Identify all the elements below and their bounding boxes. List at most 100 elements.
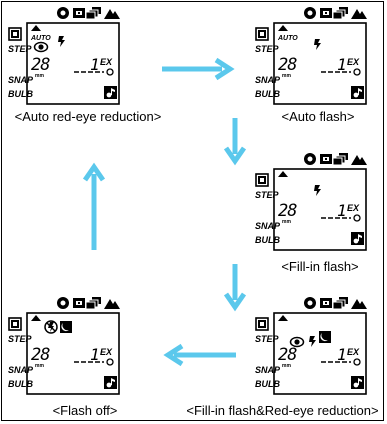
- self-timer-icon: [8, 27, 22, 41]
- multiple-exposure-icon: [332, 153, 348, 166]
- focal-length-digits: 28: [31, 55, 50, 75]
- music-note-icon: [351, 232, 364, 245]
- bulb-label: BULB: [8, 89, 33, 99]
- mode-indicator-triangle: [278, 171, 288, 177]
- spot-metering-icon: [320, 154, 332, 164]
- self-timer-icon: [255, 27, 269, 41]
- caption-fill-in: <Fill-in flash>: [281, 259, 359, 274]
- music-note-icon: [104, 86, 117, 99]
- focal-length-unit: mm: [282, 363, 291, 369]
- step-label: STEP: [8, 334, 33, 344]
- film-end-icon: [106, 358, 114, 366]
- program-mode-icon: [57, 7, 69, 19]
- step-label: STEP: [255, 190, 280, 200]
- landscape-icon: [104, 299, 120, 309]
- multiple-exposure-icon: [85, 297, 101, 310]
- bulb-label: BULB: [8, 379, 33, 389]
- program-mode-icon: [304, 7, 316, 19]
- frame-unit: EX: [100, 347, 113, 357]
- spot-metering-icon: [320, 8, 332, 18]
- mode-indicator-triangle: [31, 315, 41, 321]
- spot-metering-icon: [73, 8, 85, 18]
- film-end-icon: [353, 214, 361, 222]
- arrow-right: [162, 57, 235, 81]
- caption-auto-flash: <Auto flash>: [281, 109, 355, 124]
- focal-length-unit: mm: [282, 73, 291, 79]
- mode-indicator-triangle: [31, 25, 41, 31]
- lcd-screen-frame: [26, 312, 120, 395]
- self-timer-icon: [255, 173, 269, 187]
- flash-icon: [314, 185, 321, 196]
- program-mode-icon: [304, 297, 316, 309]
- self-timer-icon: [8, 317, 22, 331]
- landscape-icon: [351, 155, 367, 165]
- top-icon-row: [304, 297, 367, 310]
- arrow-down-1: [223, 118, 247, 166]
- step-label: STEP: [255, 44, 280, 54]
- focal-length-unit: mm: [35, 73, 44, 79]
- multiple-exposure-icon: [332, 297, 348, 310]
- arrow-down-2: [223, 264, 247, 312]
- landscape-icon: [104, 9, 120, 19]
- lcd-screen-frame: [273, 22, 367, 105]
- lcd-screen-frame: [273, 168, 367, 251]
- frame-number: 1: [90, 345, 100, 364]
- top-icon-row: [57, 297, 120, 310]
- music-note-icon: [351, 86, 364, 99]
- focal-length-unit: mm: [282, 219, 291, 225]
- auto-label: AUTO: [30, 35, 51, 42]
- flash-off-icon: [44, 320, 58, 334]
- frame-number: 1: [90, 55, 100, 74]
- frame-unit: EX: [100, 57, 113, 67]
- red-eye-icon: [289, 336, 305, 348]
- film-end-icon: [353, 358, 361, 366]
- night-portrait-icon: [60, 321, 72, 333]
- flash-icon: [309, 336, 316, 347]
- caption-fill-in-red-eye: <Fill-in flash&Red-eye reduction>: [186, 403, 379, 418]
- frame-number: 1: [337, 345, 347, 364]
- frame-unit: EX: [347, 347, 360, 357]
- focal-length-unit: mm: [35, 363, 44, 369]
- snap-label: SNAP: [8, 75, 34, 85]
- frame-number: 1: [337, 55, 347, 74]
- focal-length-digits: 28: [278, 201, 297, 221]
- caption-auto-red-eye: <Auto red-eye reduction>: [14, 109, 162, 124]
- snap-label: SNAP: [255, 75, 281, 85]
- lcd-screen-frame: [26, 22, 120, 105]
- multiple-exposure-icon: [85, 7, 101, 20]
- step-label: STEP: [255, 334, 280, 344]
- focal-length-digits: 28: [31, 345, 50, 365]
- flash-icon: [314, 39, 321, 50]
- program-mode-icon: [304, 153, 316, 165]
- bulb-label: BULB: [255, 379, 280, 389]
- focal-length-digits: 28: [278, 345, 297, 365]
- caption-flash-off: <Flash off>: [52, 403, 118, 418]
- top-icon-row: [304, 153, 367, 166]
- frame-unit: EX: [347, 203, 360, 213]
- spot-metering-icon: [73, 298, 85, 308]
- flash-icon: [58, 36, 65, 47]
- spot-metering-icon: [320, 298, 332, 308]
- night-portrait-icon: [319, 331, 331, 343]
- snap-label: SNAP: [255, 365, 281, 375]
- film-end-icon: [353, 68, 361, 76]
- film-end-icon: [106, 68, 114, 76]
- step-label: STEP: [8, 44, 33, 54]
- program-mode-icon: [57, 297, 69, 309]
- multiple-exposure-icon: [332, 7, 348, 20]
- arrow-up: [82, 162, 106, 250]
- snap-label: SNAP: [8, 365, 34, 375]
- top-icon-row: [57, 7, 120, 20]
- mode-indicator-triangle: [278, 25, 288, 31]
- bulb-label: BULB: [255, 89, 280, 99]
